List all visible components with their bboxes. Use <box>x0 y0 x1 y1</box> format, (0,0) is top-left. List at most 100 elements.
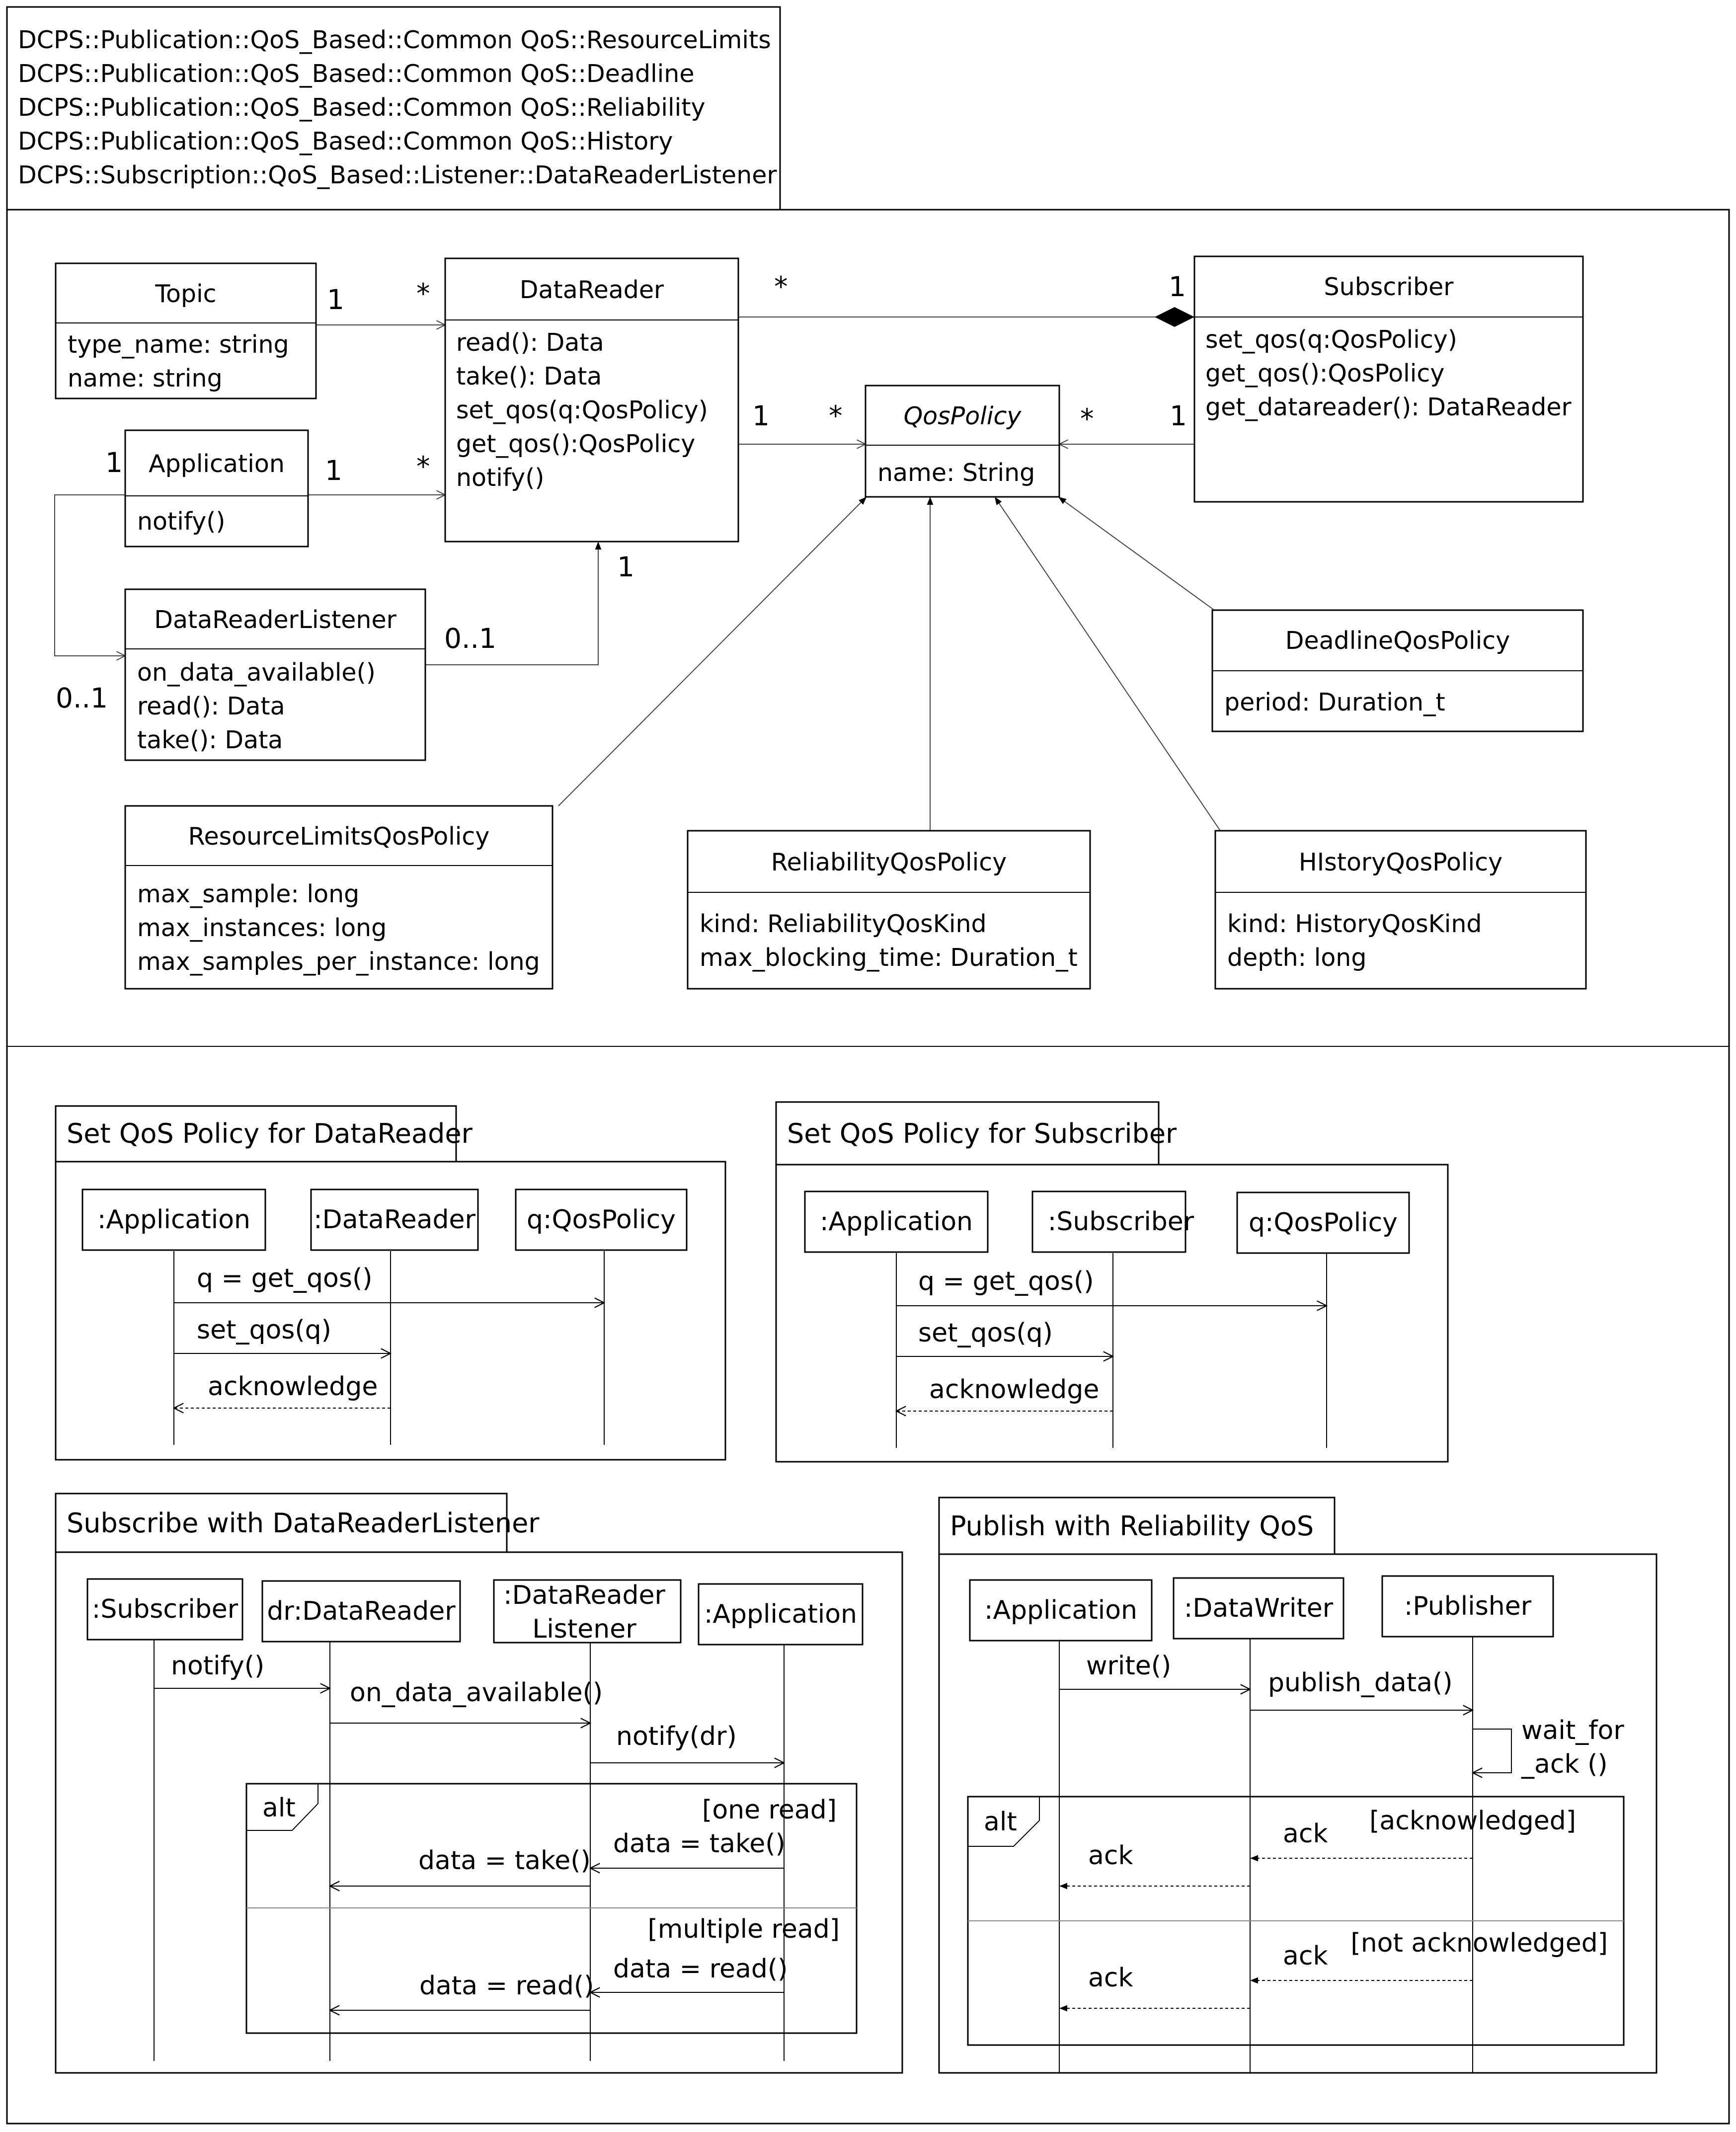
class-reliabilityqospolicy[interactable]: ReliabilityQosPolicy kind: ReliabilityQo… <box>687 830 1091 990</box>
lifeline-label: :DataWriter <box>1184 1593 1334 1623</box>
multiplicity: 1 <box>327 284 344 316</box>
class-datareaderlistener[interactable]: DataReaderListener on_data_available() r… <box>124 588 426 761</box>
class-datareader[interactable]: DataReader read(): Data take(): Data set… <box>444 257 739 543</box>
class-name: Application <box>149 450 285 478</box>
class-operation: read(): Data <box>137 692 285 720</box>
lifeline-label: :Subscriber <box>92 1594 238 1624</box>
message-label: _ack () <box>1521 1749 1608 1779</box>
class-deadlineqospolicy[interactable]: DeadlineQosPolicy period: Duration_t <box>1211 609 1584 732</box>
message-label: notify() <box>171 1651 264 1681</box>
sequence-set-qos-datareader: Set QoS Policy for DataReader :Applicati… <box>55 1105 726 1461</box>
class-attribute: max_sample: long <box>137 880 359 908</box>
sequence-publish-reliability: Publish with Reliability QoS :Applicatio… <box>938 1497 1657 2074</box>
lifeline-head[interactable] <box>698 1583 864 1646</box>
class-name: HIstoryQosPolicy <box>1299 848 1502 876</box>
lifeline-label: :Application <box>984 1595 1137 1625</box>
lifeline-head[interactable] <box>804 1190 989 1253</box>
class-name: QosPolicy <box>904 402 1022 430</box>
message-label: data = read() <box>419 1971 594 2001</box>
multiplicity: * <box>1080 403 1094 435</box>
class-operation: notify() <box>137 507 225 536</box>
deadline-generalization <box>1058 496 1215 611</box>
class-attribute: max_instances: long <box>137 914 387 942</box>
class-operation: read(): Data <box>456 328 604 357</box>
lifeline-head[interactable] <box>1173 1577 1344 1640</box>
lifeline-head[interactable] <box>310 1188 479 1251</box>
lifeline-head[interactable] <box>1381 1575 1554 1638</box>
sequence-set-qos-subscriber: Set QoS Policy for Subscriber :Applicati… <box>775 1101 1449 1463</box>
lifeline-label: q:QosPolicy <box>1249 1208 1398 1238</box>
class-operation: get_datareader(): DataReader <box>1205 393 1572 421</box>
multiplicity: 0..1 <box>56 682 108 714</box>
sequence-title: Set QoS Policy for Subscriber <box>787 1118 1177 1149</box>
message-label: ack <box>1283 1941 1328 1971</box>
class-name: Subscriber <box>1324 273 1454 301</box>
class-name: ResourceLimitsQosPolicy <box>188 822 490 851</box>
alt-guard: [multiple read] <box>647 1914 840 1944</box>
lifeline-head[interactable] <box>81 1188 266 1251</box>
lifeline-label: :Application <box>97 1205 250 1235</box>
alt-tab <box>246 1784 318 1831</box>
sequence-title: Set QoS Policy for DataReader <box>67 1118 473 1149</box>
message-label: q = get_qos() <box>197 1263 373 1293</box>
resource-generalization <box>558 496 867 806</box>
class-operation: get_qos():QosPolicy <box>456 430 695 458</box>
lifeline-label: :Publisher <box>1404 1591 1532 1621</box>
lifeline-label: :Subscriber <box>1048 1207 1194 1237</box>
class-name: Topic <box>155 280 216 308</box>
sequence-title: Subscribe with DataReaderListener <box>67 1507 540 1539</box>
class-subscriber[interactable]: Subscriber set_qos(q:QosPolicy) get_qos(… <box>1193 255 1584 503</box>
lifeline-label: q:QosPolicy <box>527 1205 676 1235</box>
message-label: data = take() <box>418 1846 591 1876</box>
class-topic[interactable]: Topic type_name: string name: string <box>55 262 317 399</box>
lifeline-head[interactable] <box>1236 1191 1410 1254</box>
message-label: data = take() <box>613 1829 786 1859</box>
multiplicity: 1 <box>1170 400 1187 432</box>
lifeline-head[interactable] <box>261 1580 461 1643</box>
lifeline-label: :DataReader <box>314 1205 475 1235</box>
multiplicity: 1 <box>105 447 123 478</box>
multiplicity: 1 <box>617 551 634 583</box>
message-label: q = get_qos() <box>918 1266 1094 1296</box>
class-operation: take(): Data <box>137 726 283 754</box>
message-label: ack <box>1283 1819 1328 1849</box>
class-attribute: kind: HistoryQosKind <box>1227 910 1482 938</box>
lifeline-label: :DataReader <box>503 1580 665 1610</box>
multiplicity: 0..1 <box>444 623 496 654</box>
class-attribute: max_blocking_time: Duration_t <box>700 944 1078 972</box>
lifeline-head[interactable] <box>493 1579 682 1644</box>
lifeline-head[interactable] <box>86 1578 243 1641</box>
class-attribute: name: String <box>877 459 1035 487</box>
class-qospolicy[interactable]: QosPolicy name: String <box>865 385 1060 498</box>
class-application[interactable]: Application notify() <box>124 429 309 548</box>
class-resourcelimitsqospolicy[interactable]: ResourceLimitsQosPolicy max_sample: long… <box>124 805 553 990</box>
alt-guard: [not acknowledged] <box>1350 1928 1608 1958</box>
class-name: ReliabilityQosPolicy <box>771 848 1007 876</box>
alt-label: alt <box>262 1793 296 1823</box>
multiplicity: * <box>774 271 788 303</box>
lifeline-label: Listener <box>532 1614 636 1644</box>
header-line: DCPS::Publication::QoS_Based::Common QoS… <box>18 26 771 54</box>
multiplicity: * <box>416 451 430 482</box>
lifeline-head[interactable] <box>1031 1190 1186 1253</box>
sequence-title: Publish with Reliability QoS <box>950 1510 1314 1542</box>
lifeline-label: dr:DataReader <box>267 1596 456 1626</box>
sequence-frame <box>775 1164 1449 1463</box>
alt-tab <box>968 1797 1040 1847</box>
class-operation: get_qos():QosPolicy <box>1205 359 1444 388</box>
message-label: acknowledge <box>208 1372 378 1402</box>
class-historyqospolicy[interactable]: HIstoryQosPolicy kind: HistoryQosKind de… <box>1214 830 1587 990</box>
lifeline-head[interactable] <box>969 1579 1153 1642</box>
main-frame <box>6 209 1730 2125</box>
class-operation: take(): Data <box>456 362 602 391</box>
message-label: ack <box>1088 1841 1133 1871</box>
multiplicity: 1 <box>325 455 342 486</box>
class-attribute: max_samples_per_instance: long <box>137 948 540 976</box>
class-name: DataReader <box>520 276 664 304</box>
message-label: notify(dr) <box>616 1722 737 1751</box>
lifeline-head[interactable] <box>515 1188 688 1251</box>
class-attribute: period: Duration_t <box>1224 688 1445 716</box>
message-label: wait_for <box>1521 1716 1624 1745</box>
header-line: DCPS::Publication::QoS_Based::Common QoS… <box>18 60 695 88</box>
